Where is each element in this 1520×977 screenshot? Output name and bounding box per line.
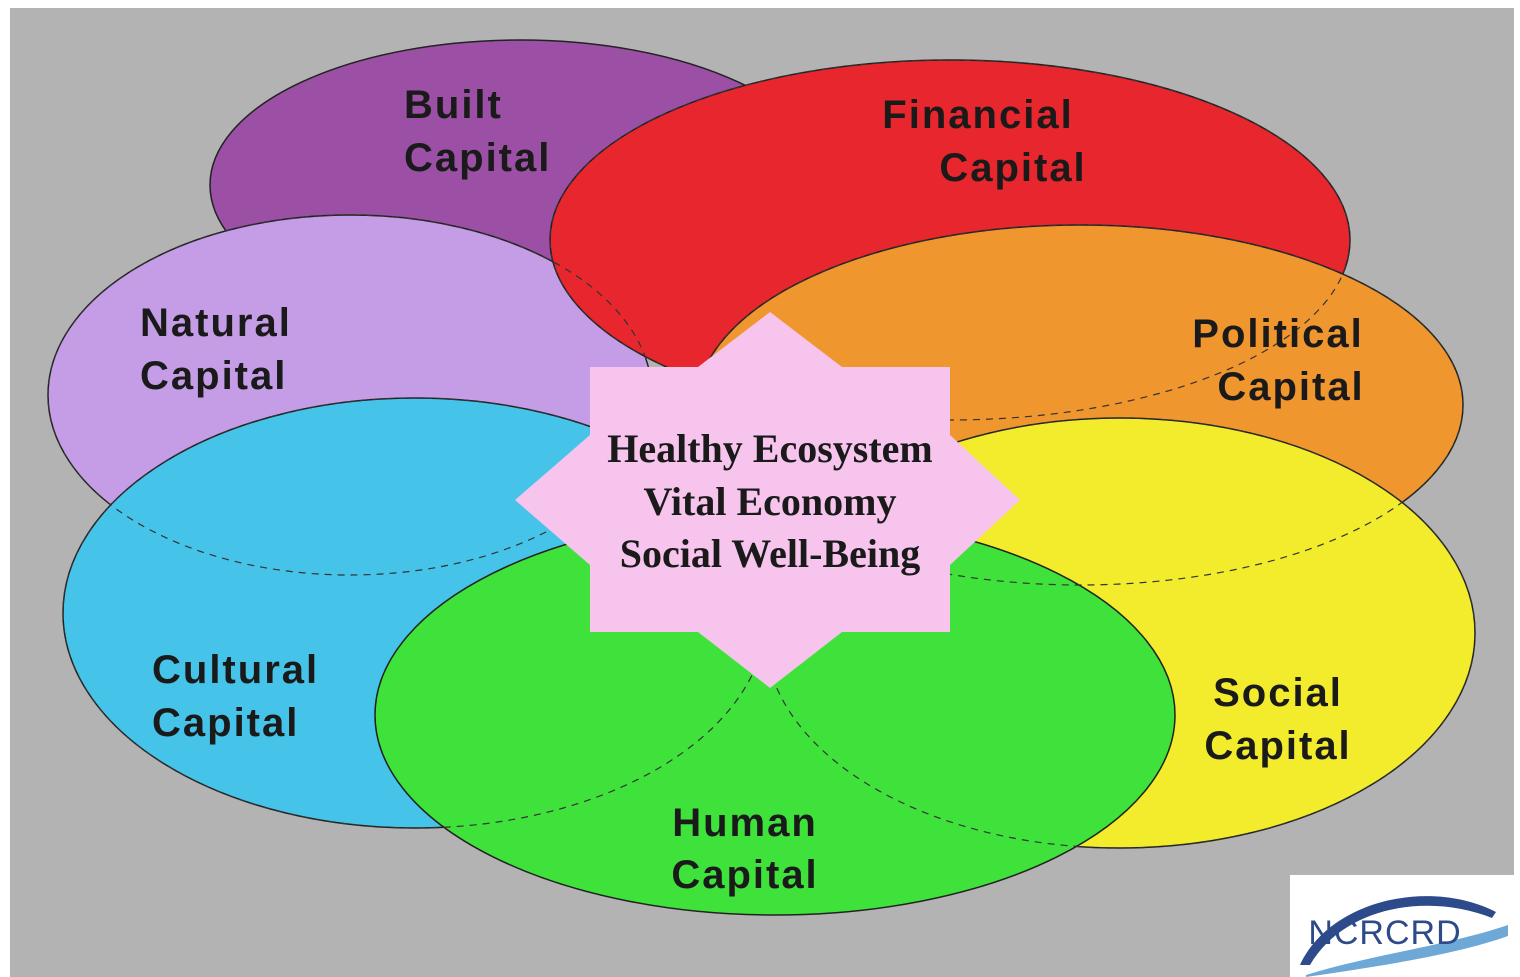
built-capital-label-line2: Capital — [404, 136, 551, 180]
political-capital-label-line2: Capital — [1217, 365, 1364, 409]
natural-capital-label-line1: Natural — [140, 301, 292, 345]
political-capital-label-line1: Political — [1192, 312, 1363, 356]
financial-capital-label-line2: Capital — [939, 146, 1086, 190]
cultural-capital-label-line2: Capital — [152, 701, 299, 745]
human-capital-label-line1: Human — [672, 801, 818, 845]
financial-capital-label-line1: Financial — [882, 93, 1073, 137]
center-label-line3: Social Well-Being — [620, 531, 920, 576]
logo-text: NCRCRD — [1308, 914, 1461, 952]
social-capital-label-line2: Capital — [1204, 724, 1351, 768]
ncrcrd-logo: NCRCRD — [1290, 875, 1516, 977]
natural-capital-label-line2: Capital — [140, 354, 287, 398]
built-capital-label-line1: Built — [404, 83, 503, 127]
cultural-capital-label-line1: Cultural — [152, 648, 319, 692]
center-label-line2: Vital Economy — [644, 479, 897, 524]
center-star — [515, 312, 1020, 688]
human-capital-label-line2: Capital — [671, 853, 818, 897]
center-label-line1: Healthy Ecosystem — [607, 426, 933, 471]
social-capital-label-line1: Social — [1213, 671, 1343, 715]
